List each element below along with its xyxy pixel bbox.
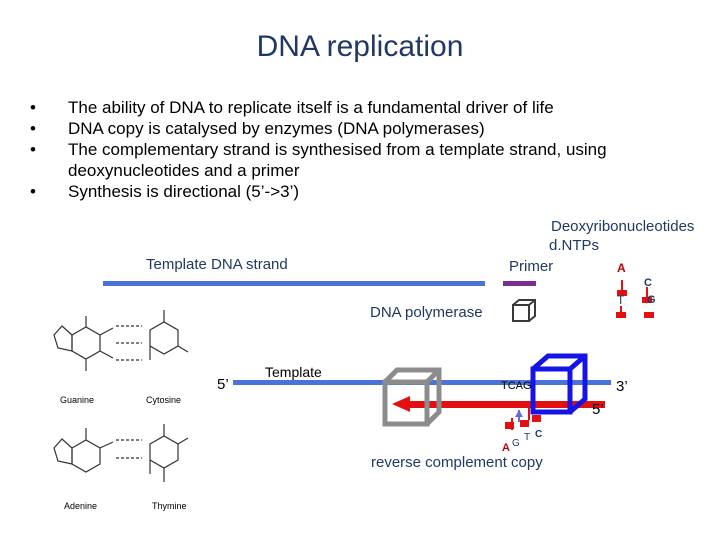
bullet-item: • The ability of DNA to replicate itself … (30, 97, 710, 118)
template-strand-bar (103, 281, 485, 286)
adenine-thymine-structure (53, 424, 189, 482)
bullet-text: Synthesis is directional (5’->3’) (68, 182, 300, 201)
bottom-a-label: A (502, 442, 510, 454)
nucleotide-a-label: A (617, 261, 626, 275)
bullet-item: • Synthesis is directional (5’->3’) (30, 181, 710, 202)
bottom-t-label: T (524, 432, 531, 443)
thymine-label: Thymine (152, 501, 187, 511)
three-prime-right: 3’ (616, 378, 628, 395)
guanine-label: Guanine (60, 395, 95, 405)
copy-arrow-head (392, 396, 410, 412)
bullet-marker: • (30, 119, 36, 138)
cytosine-label: Cytosine (146, 395, 182, 405)
dntp-label-line2: d.NTPs (549, 237, 600, 254)
polymerase-cube-right (530, 353, 588, 415)
five-prime-left: 5’ (217, 376, 229, 393)
nucleotide-g-block (644, 312, 654, 318)
bullet-text: The ability of DNA to replicate itself i… (68, 98, 554, 117)
adenine-label: Adenine (64, 501, 98, 511)
bullet-item: • DNA copy is catalysed by enzymes (DNA p… (30, 118, 710, 139)
primer-label: Primer (509, 258, 554, 275)
bullet-text: The complementary strand is synthesised … (68, 140, 607, 180)
polymerase-cube-left (382, 367, 442, 427)
incoming-nucleotides (505, 408, 541, 430)
nucleotide-g-label: G (647, 294, 656, 306)
bullet-text: DNA copy is catalysed by enzymes (DNA po… (68, 119, 485, 138)
template-label: Template (265, 364, 322, 380)
bullet-marker: • (30, 182, 36, 201)
nucleotide-c-block (642, 287, 652, 303)
copy-strand-bar (405, 401, 605, 408)
nucleotide-a-block (617, 280, 627, 296)
dntp-label-line1: Deoxyribonucleotides (551, 218, 695, 235)
bullet-marker: • (30, 98, 36, 117)
bottom-g-label: G (512, 438, 520, 449)
polymerase-icon (512, 299, 536, 322)
nucleotide-t-block (616, 306, 626, 318)
bottom-c-label: C (535, 429, 543, 440)
template-strand-label: Template DNA strand (146, 256, 288, 273)
nucleotide-c-label: C (644, 277, 652, 289)
bullet-marker: • (30, 140, 36, 159)
new-strand-sequence: TCAG (501, 380, 532, 392)
primer-bar (503, 281, 536, 286)
polymerase-label: DNA polymerase (370, 304, 483, 321)
bullet-list: • The ability of DNA to replicate itself … (30, 97, 710, 202)
slide-title: DNA replication (256, 30, 464, 63)
copy-label: reverse complement copy (371, 454, 543, 471)
bullet-item: • The complementary strand is synthesised… (30, 139, 710, 181)
five-prime-right: 5’ (592, 401, 604, 418)
nucleotide-t-label: T (617, 293, 625, 307)
guanine-cytosine-structure (53, 310, 189, 371)
